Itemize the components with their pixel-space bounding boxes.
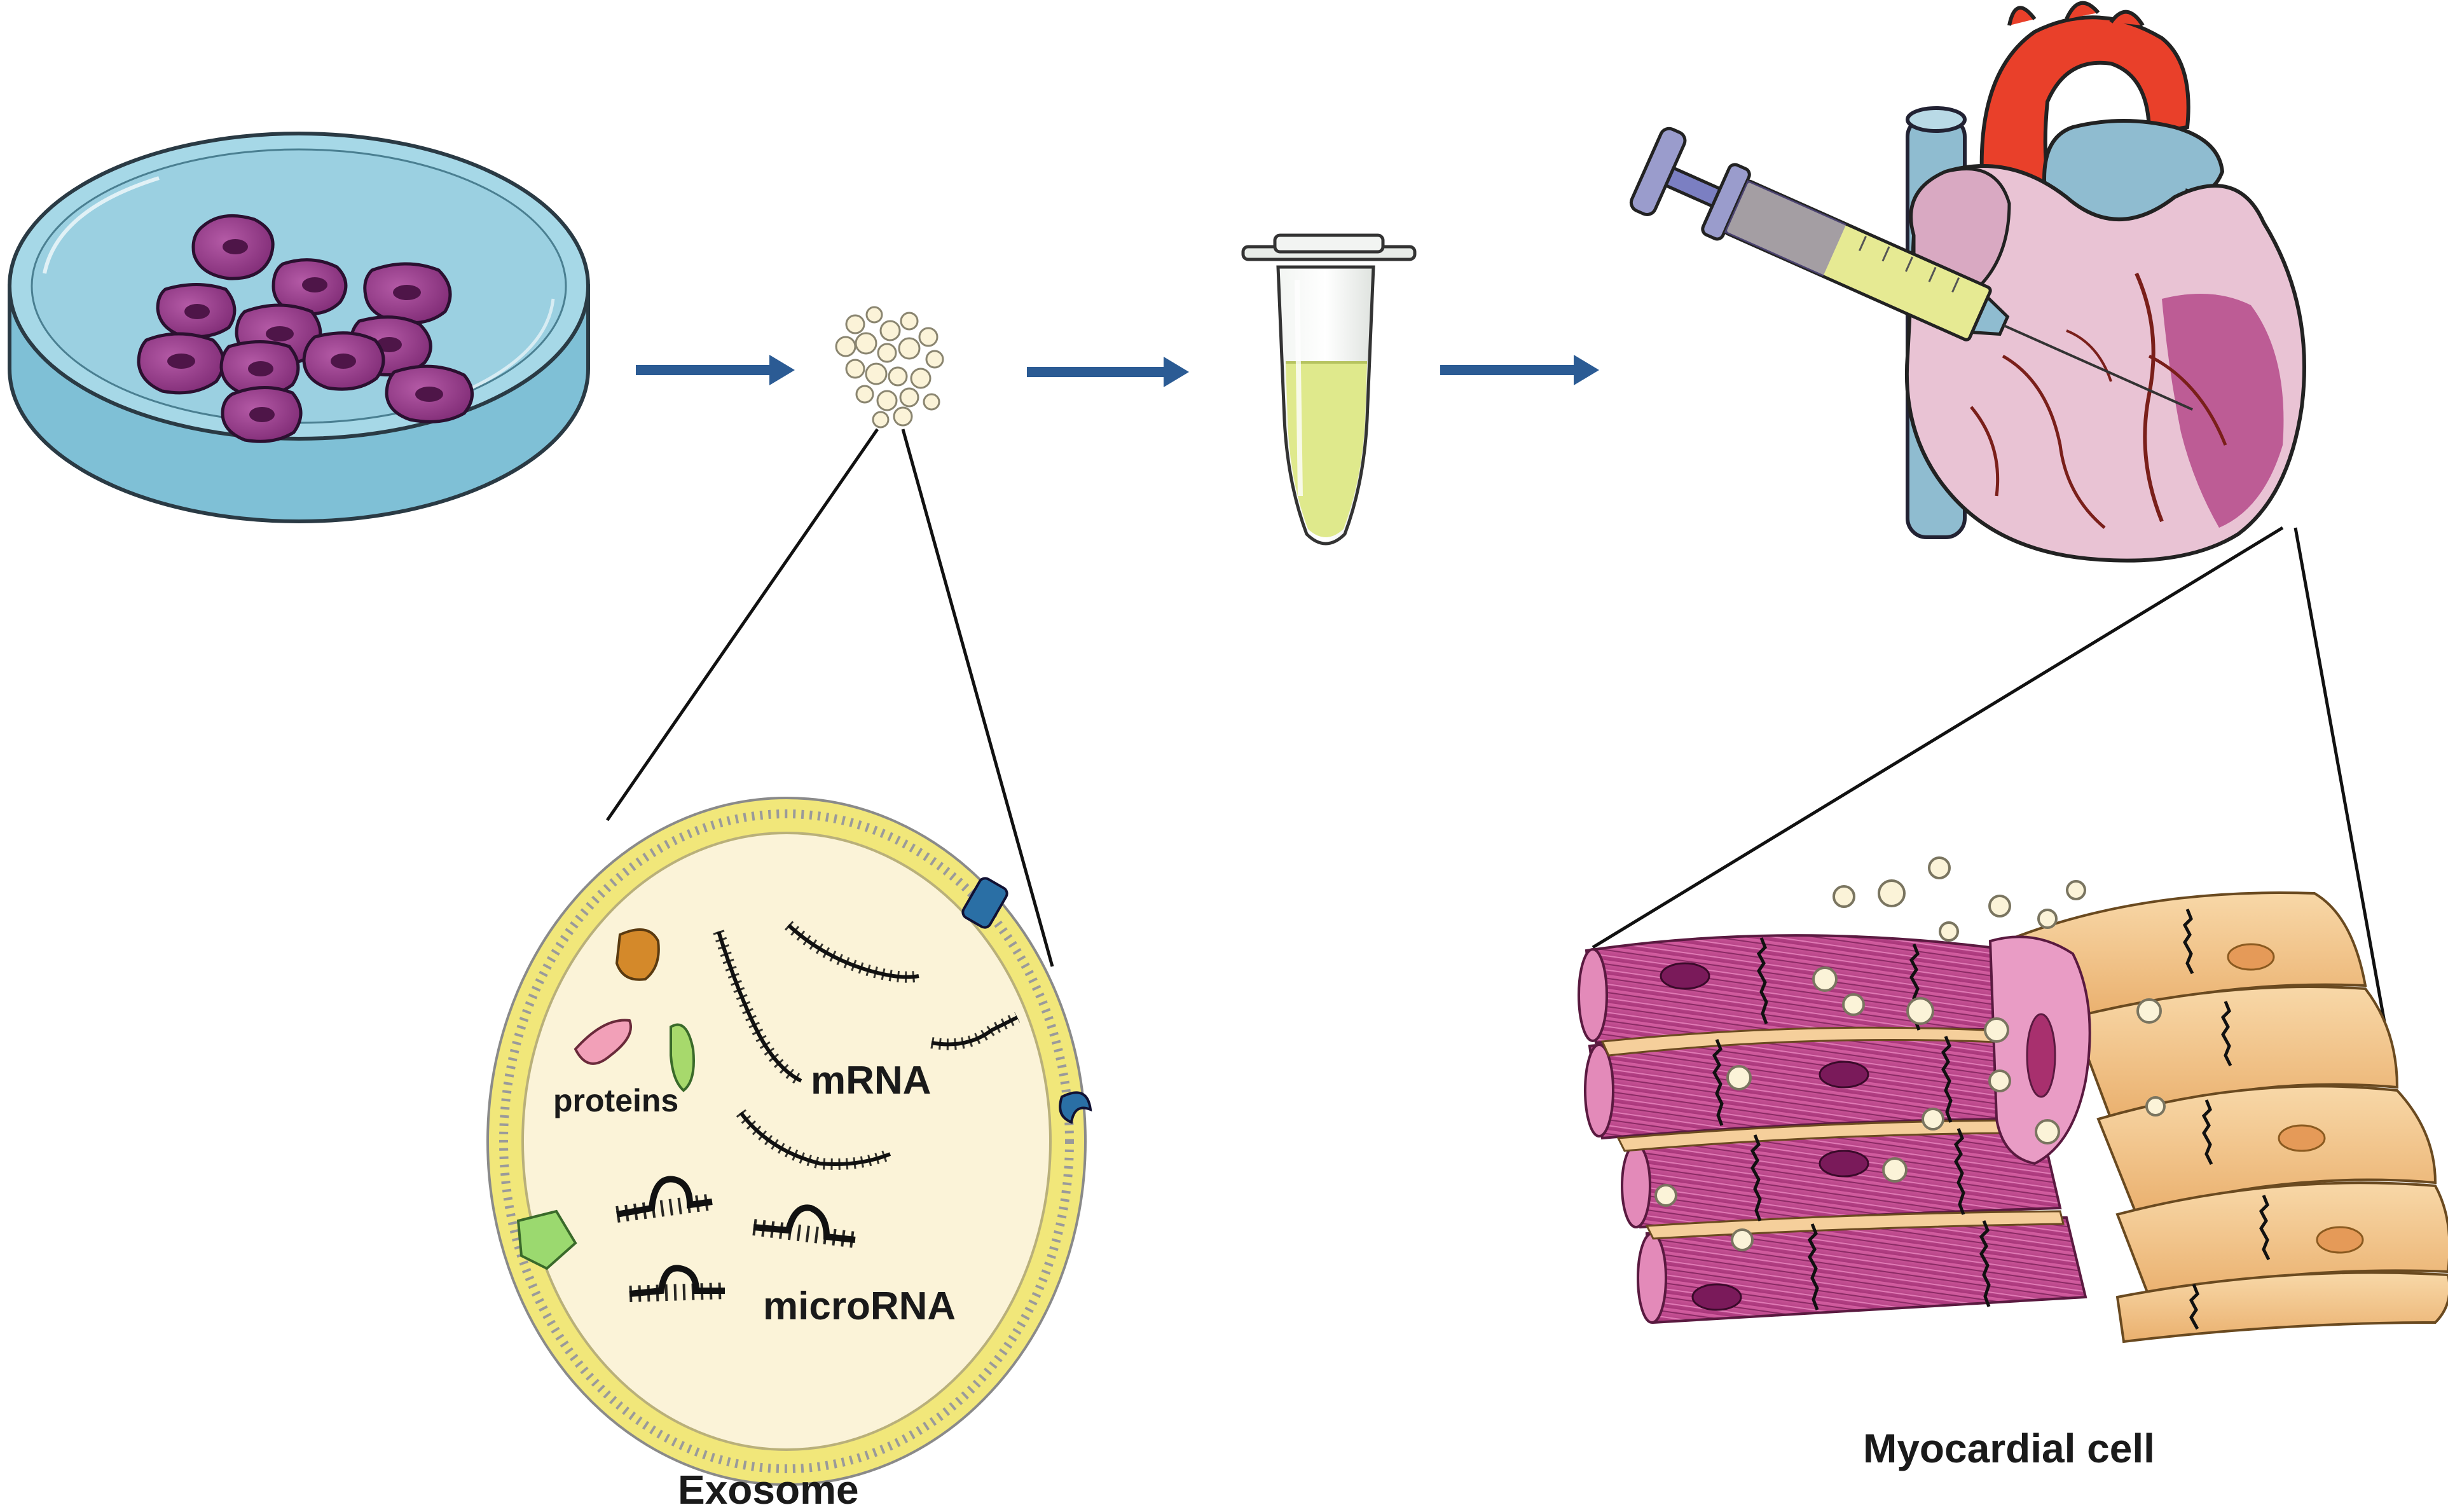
cell <box>191 214 275 280</box>
mrna-strand <box>736 1109 893 1170</box>
myocardial-cell-label: Myocardial cell <box>1863 1426 2155 1471</box>
mrna-strand <box>930 1012 1021 1050</box>
zoom-line-tissue-right <box>2293 527 2390 1040</box>
cell <box>156 283 237 339</box>
cell <box>363 262 452 325</box>
cell <box>137 332 225 395</box>
cell <box>302 331 385 391</box>
cell <box>272 258 348 316</box>
exosome-label: Exosome <box>678 1467 859 1512</box>
cell <box>221 386 303 443</box>
mrna-strand <box>784 921 920 983</box>
microrna-hairpin <box>752 1204 856 1248</box>
arrow-3 <box>1440 355 1599 385</box>
microrna-hairpin <box>615 1176 713 1223</box>
protein-orange <box>615 928 660 981</box>
protein-pink <box>574 1019 632 1065</box>
mrna-strand <box>713 930 804 1087</box>
membrane-protein <box>961 877 1008 929</box>
microrna-hairpin <box>629 1265 725 1302</box>
mrna-label: mRNA <box>811 1059 931 1103</box>
muscle-fiber-icon <box>1578 856 2448 1344</box>
exosome-detail <box>486 797 1092 1486</box>
zoom-line-right <box>901 429 1054 967</box>
zoom-line-left <box>605 428 879 821</box>
exosome-cluster-icon <box>835 306 944 429</box>
proteins-label: proteins <box>553 1083 678 1118</box>
membrane-protein-green <box>516 1209 577 1270</box>
microtube-icon <box>1241 233 1417 546</box>
membrane-receptor <box>1059 1091 1092 1124</box>
arrow-2 <box>1027 357 1189 387</box>
zoom-line-tissue-left <box>1592 526 2284 949</box>
dish-cells <box>137 214 474 443</box>
syringe-icon <box>1629 127 2193 411</box>
microrna-label: microRNA <box>763 1284 956 1328</box>
arrow-1 <box>636 355 795 385</box>
tissue-exosomes <box>1654 856 2166 1251</box>
cell <box>385 364 474 423</box>
protein-green <box>670 1023 695 1092</box>
